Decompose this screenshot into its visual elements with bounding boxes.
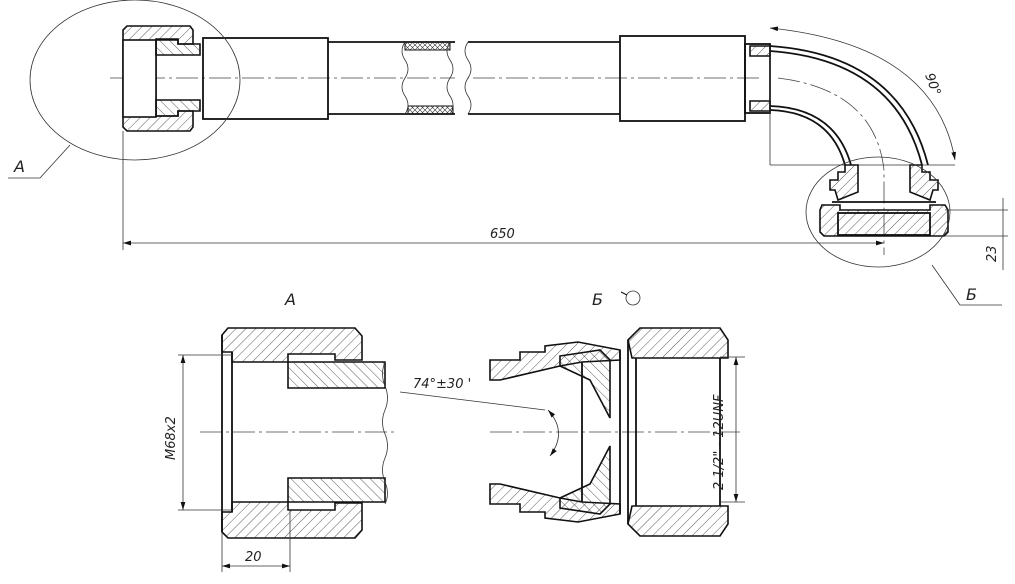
callout-ellipse-b bbox=[805, 156, 951, 268]
view-a-title: A bbox=[284, 290, 296, 309]
angle-dimension bbox=[769, 26, 956, 161]
thread-b-label: 2 1/2" - 12UNF bbox=[712, 394, 727, 490]
view-b bbox=[399, 327, 745, 537]
view-b-title: Б bbox=[592, 290, 603, 309]
callout-ellipse-a bbox=[29, 0, 241, 161]
left-sleeve bbox=[202, 37, 329, 120]
right-sleeve bbox=[619, 35, 746, 122]
hose-assembly bbox=[8, 0, 1008, 306]
rotated-view-icon bbox=[620, 290, 641, 306]
cone-angle-dimension bbox=[547, 409, 559, 457]
view-a bbox=[178, 327, 395, 572]
callout-b-label: Б bbox=[966, 285, 977, 304]
callout-a-label: A bbox=[13, 157, 25, 176]
angle-dim-label: 90° bbox=[921, 71, 943, 98]
width-a-label: 20 bbox=[245, 550, 262, 565]
cone-angle-label: 74°±30 ' bbox=[413, 377, 471, 392]
length-dim-label: 650 bbox=[490, 227, 515, 242]
height-dim-label: 23 bbox=[985, 245, 1000, 262]
thread-a-label: M68x2 bbox=[164, 416, 179, 460]
